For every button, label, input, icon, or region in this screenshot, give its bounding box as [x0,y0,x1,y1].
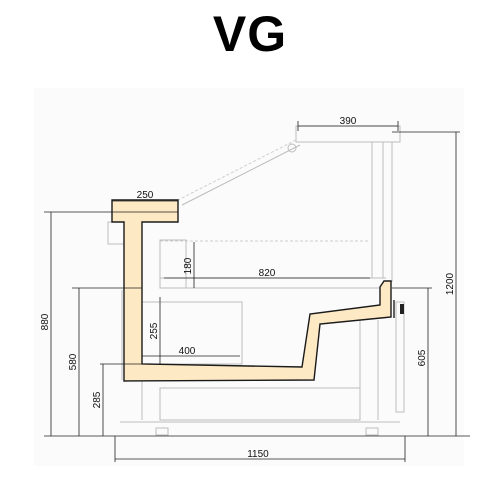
dim-shelf: 250 [112,190,178,202]
dim-total-height: 880 [40,212,52,436]
dim-total-length: 1150 [115,449,405,460]
dim-deck: 820 [164,268,370,279]
counter-profile [111,199,392,382]
dim-counter-height: 580 [68,288,80,436]
dim-label-well-depth: 255 [149,322,160,339]
dim-label-counter-height: 580 [68,353,79,370]
dim-label-deck: 820 [259,268,276,279]
dim-base-height: 285 [92,364,104,436]
dim-right-height: 605 [417,288,429,436]
extension-lines [44,131,470,462]
model-title: VG [212,6,288,62]
dim-label-top-canopy: 390 [340,116,357,127]
dim-well-width: 400 [142,346,240,357]
dim-glass-height: 180 [183,242,195,288]
dim-label-base-height: 285 [92,391,103,408]
dim-full-height: 1200 [445,132,457,436]
dim-label-total-height: 880 [40,313,51,330]
dim-label-full-height: 1200 [445,272,456,295]
dim-label-right-height: 605 [417,349,428,366]
dim-label-glass-height: 180 [183,257,194,274]
dim-well-depth: 255 [149,297,161,364]
dim-label-shelf: 250 [137,190,154,201]
dim-label-total-length: 1150 [247,449,269,460]
right-latch [400,304,404,314]
dim-top-canopy: 390 [297,116,399,131]
dim-label-well-width: 400 [179,346,196,357]
